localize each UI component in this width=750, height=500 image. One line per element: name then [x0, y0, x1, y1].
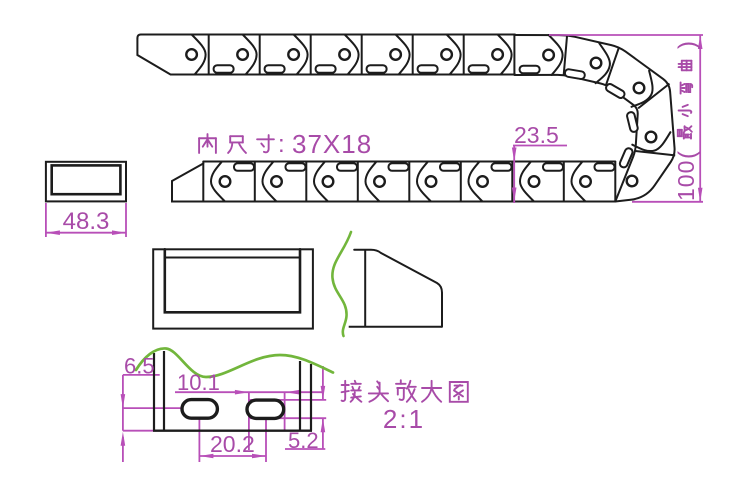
svg-text:10.1: 10.1 [177, 370, 220, 395]
svg-text:20.2: 20.2 [210, 431, 255, 457]
svg-text:): ) [674, 41, 701, 49]
svg-text:(: ( [674, 151, 701, 159]
svg-text:23.5: 23.5 [514, 122, 559, 148]
svg-text:2:1: 2:1 [383, 404, 425, 434]
svg-text:6.5: 6.5 [124, 354, 155, 379]
svg-text:48.3: 48.3 [63, 208, 110, 235]
svg-text:100: 100 [673, 160, 699, 201]
svg-text:5.2: 5.2 [288, 428, 319, 453]
svg-text::: : [278, 131, 285, 158]
svg-text:37X18: 37X18 [292, 129, 372, 159]
